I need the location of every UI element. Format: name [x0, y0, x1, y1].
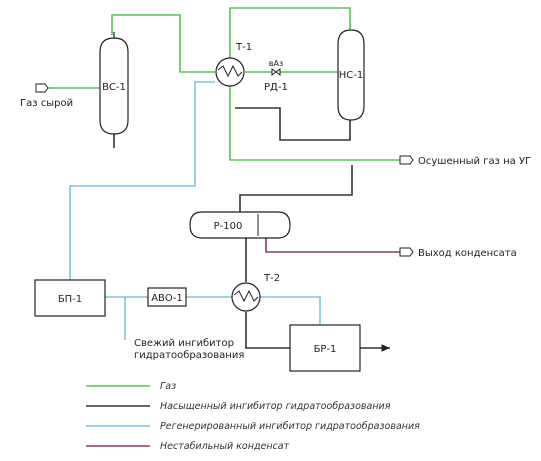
label-avo1: АВО-1 — [151, 293, 183, 304]
label-fresh-inhibitor-2: гидратообразования — [134, 350, 244, 361]
vessel-vs1[interactable]: ВС-1 — [99, 32, 129, 135]
legend-item-saturated: Насыщенный ингибитор гидратообразования — [86, 401, 391, 412]
label-br1: БР-1 — [314, 344, 337, 355]
vessel-p100[interactable]: Р-100 — [189, 211, 291, 239]
heat-exchanger-t1[interactable]: Т-1 — [215, 42, 252, 87]
label-ns1: НС-1 — [339, 70, 363, 81]
reg-line-bp1-up — [69, 81, 215, 280]
gas-line-top-loop-left — [111, 14, 215, 73]
unit-avo1[interactable]: АВО-1 — [147, 287, 187, 307]
vessel-ns1[interactable]: НС-1 — [337, 29, 365, 121]
label-raw-gas: Газ сырой — [20, 98, 73, 109]
gas-line-top-loop-right — [229, 7, 351, 58]
connector-raw-gas: Газ сырой — [20, 83, 73, 109]
legend: Газ Насыщенный ингибитор гидратообразова… — [86, 381, 420, 452]
label-t1: Т-1 — [235, 42, 252, 53]
sat-line-t2-to-br1 — [245, 312, 290, 349]
legend-label-regenerated: Регенерированный ингибитор гидратообразо… — [160, 421, 420, 432]
sat-line-ns1-bottom — [235, 107, 351, 141]
label-p100: Р-100 — [214, 221, 243, 232]
unit-br1[interactable]: БР-1 — [289, 324, 361, 372]
connector-condensate: Выход конденсата — [399, 247, 517, 259]
label-dried-gas: Осушенный газ на УГ — [418, 156, 531, 167]
sat-line-ns1-to-p100 — [239, 165, 353, 212]
legend-item-gas: Газ — [86, 381, 176, 392]
label-rd1: РД-1 — [264, 82, 288, 93]
valve-rd1-mark: вАз — [269, 59, 283, 68]
reg-line-t2-to-br1 — [260, 296, 321, 325]
fresh-inhibitor-note: Свежий ингибитор гидратообразования — [134, 338, 244, 361]
label-vs1: ВС-1 — [102, 82, 126, 93]
legend-label-gas: Газ — [160, 381, 176, 392]
legend-label-saturated: Насыщенный ингибитор гидратообразования — [160, 401, 391, 412]
unit-bp1[interactable]: БП-1 — [34, 279, 106, 317]
label-bp1: БП-1 — [58, 294, 82, 305]
valve-rd1[interactable]: вАз РД-1 — [264, 59, 288, 93]
legend-label-condensate: Нестабильный конденсат — [160, 441, 290, 452]
label-fresh-inhibitor-1: Свежий ингибитор — [134, 338, 234, 349]
label-t2: Т-2 — [263, 273, 280, 284]
label-condensate-out: Выход конденсата — [418, 248, 517, 259]
gas-line-t1-down — [229, 86, 400, 161]
connector-dried-gas: Осушенный газ на УГ — [399, 155, 531, 167]
legend-item-regenerated: Регенерированный ингибитор гидратообразо… — [86, 421, 420, 432]
heat-exchanger-t2[interactable]: Т-2 — [231, 273, 280, 312]
legend-item-condensate: Нестабильный конденсат — [86, 441, 290, 452]
